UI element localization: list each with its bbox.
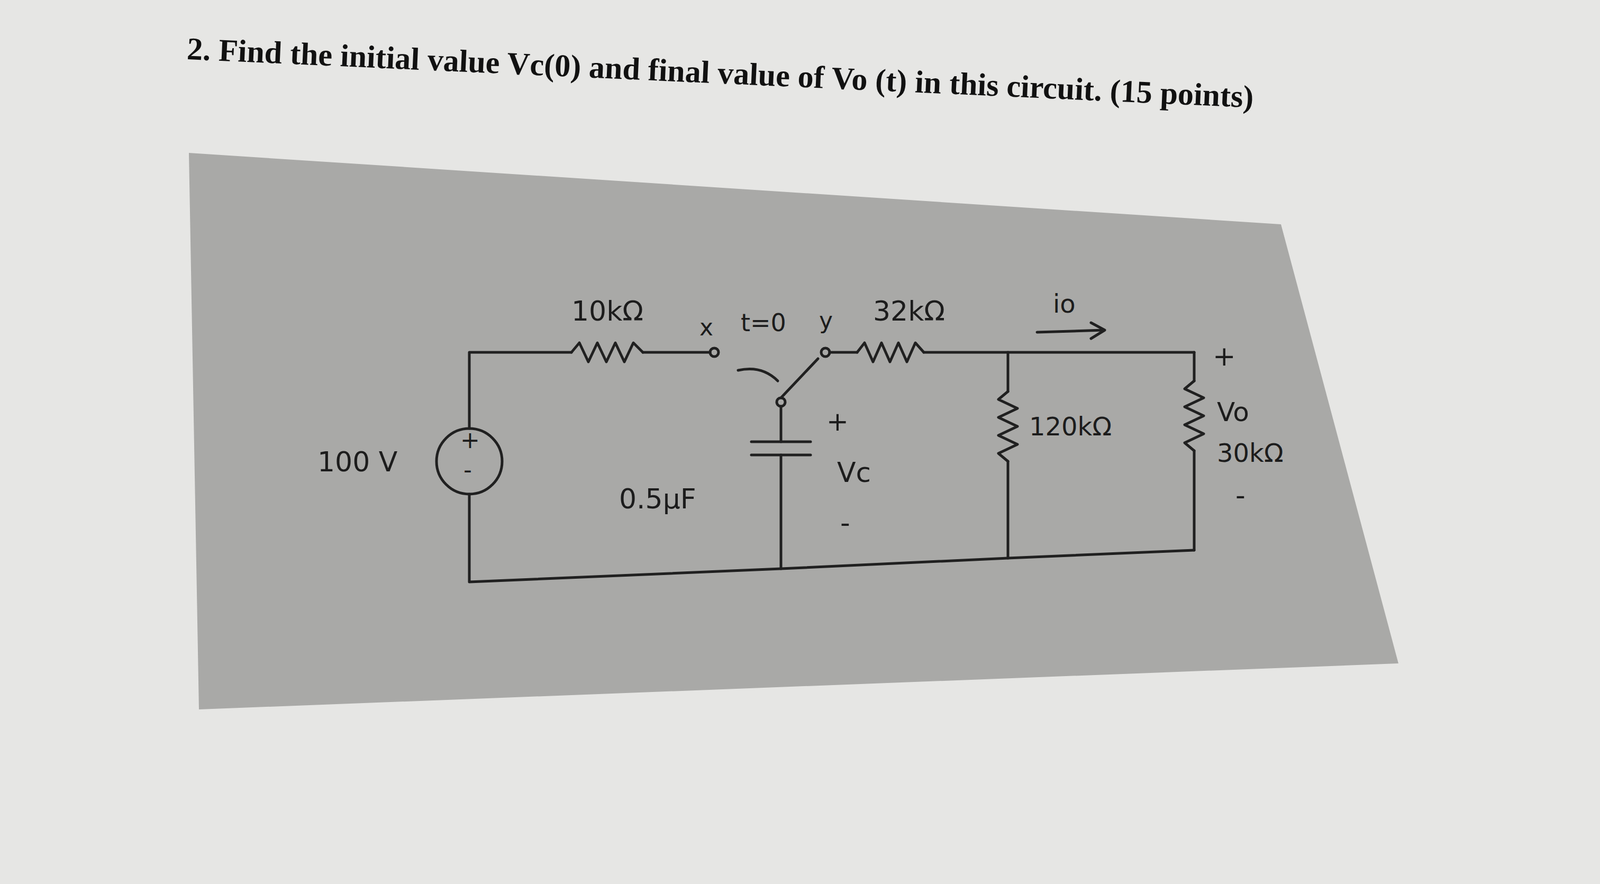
polarity-sign: -: [463, 457, 472, 483]
current-arrow-head: [1091, 322, 1105, 339]
voltage-label: Vc: [837, 457, 871, 488]
resistor-symbol: [1184, 380, 1204, 451]
switch-label: t=0: [740, 309, 787, 337]
resistor-symbol: [857, 342, 924, 362]
polarity-sign: +: [1212, 341, 1236, 372]
switch-blade: [780, 358, 818, 398]
wire: [642, 351, 711, 354]
resistor-symbol: [998, 391, 1018, 462]
switch-arrow: [738, 369, 778, 382]
wire: [1193, 352, 1196, 381]
wire: [469, 352, 572, 429]
terminal-label: y: [819, 307, 833, 334]
wire: [829, 351, 858, 354]
terminal-label: x: [699, 314, 714, 341]
wire: [469, 494, 1195, 583]
wire: [1193, 450, 1196, 551]
wire: [923, 351, 1195, 354]
polarity-sign: -: [1235, 480, 1246, 511]
question-title: 2. Find the initial value Vc(0) and fina…: [186, 30, 1255, 116]
resistor-label: 32kΩ: [873, 296, 945, 327]
resistor-label: 30kΩ: [1216, 439, 1284, 468]
resistor-label: 120kΩ: [1029, 412, 1112, 441]
wire: [779, 406, 783, 442]
wire: [1006, 461, 1010, 559]
wire: [1006, 352, 1010, 392]
resistor-label: 10kΩ: [571, 296, 644, 327]
polarity-sign: +: [460, 427, 480, 453]
capacitor-label: 0.5μF: [619, 484, 697, 515]
current-arrow: [1037, 330, 1104, 333]
voltage-label: Vo: [1216, 397, 1250, 427]
source-label: 100 V: [317, 447, 398, 478]
resistor-symbol: [571, 342, 643, 362]
switch-terminal: [710, 348, 719, 357]
wire: [779, 455, 783, 569]
polarity-sign: -: [840, 507, 851, 539]
current-label: io: [1052, 289, 1076, 318]
grey-panel: [188, 152, 1399, 710]
capacitor-plate: [751, 440, 811, 444]
polarity-sign: +: [826, 407, 849, 437]
